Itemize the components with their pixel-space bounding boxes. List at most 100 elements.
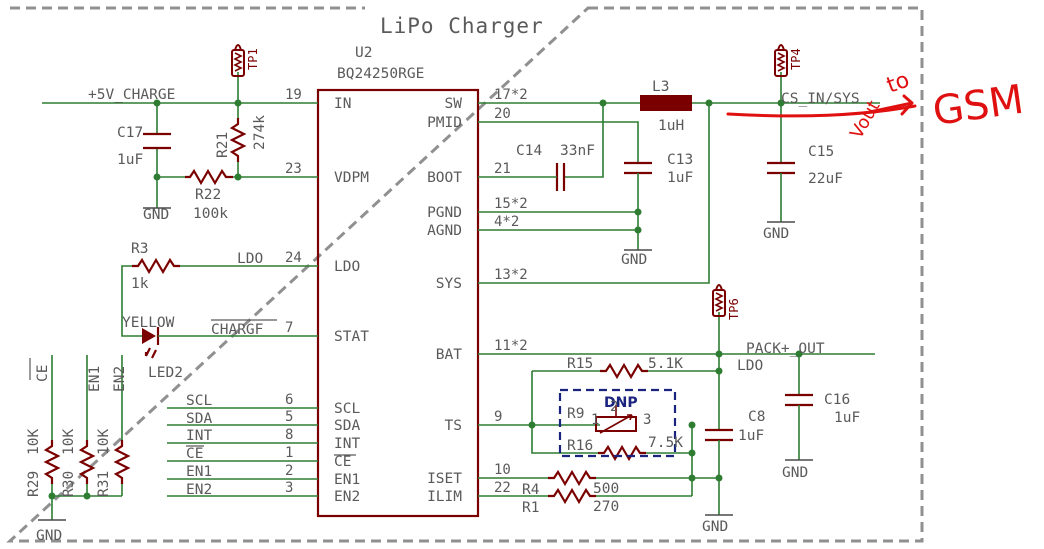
c15-ref: C15 (808, 144, 834, 160)
net-charge-in: +5V_CHARGE (88, 87, 175, 103)
r15-ref: R15 (567, 356, 593, 372)
tp4-label: TP4 (789, 48, 803, 70)
r21-ref: R21 (215, 132, 231, 158)
tp1-label: TP1 (246, 48, 260, 70)
u2-pin-name-sw: SW (445, 96, 463, 112)
u2-left-pins: IN19VDPM23LDO24STAT7SCL6SDA5INT8CE1EN12E… (285, 87, 369, 505)
r9-dnp-box[interactable] (558, 388, 677, 458)
u2-pin-num-iset: 10 (494, 462, 511, 478)
r31-value: 10K (96, 429, 112, 455)
led2-color: YELLOW (122, 315, 175, 331)
net-int: INT (186, 428, 212, 444)
u2-pin-name-agnd: AGND (427, 223, 462, 239)
u2-body (316, 88, 480, 518)
u2-pin-name-scl: SCL (334, 401, 360, 417)
r4-ref: R4 (522, 482, 540, 498)
net-pack-out: PACK+_OUT (746, 341, 825, 357)
r3-value: 1k (131, 276, 149, 292)
c13-ref: C13 (667, 152, 693, 168)
net-en1: EN1 (186, 464, 212, 480)
u2-pin-num-vdpm: 23 (285, 161, 302, 177)
r21-value: 274k (252, 115, 268, 150)
u2-pin-num-bat: 11*2 (494, 338, 528, 354)
r9-pin3: 3 (643, 412, 651, 428)
u2-pin-num-ldo: 24 (285, 250, 302, 266)
tp6-label: TP6 (727, 298, 741, 320)
u2-pin-name-en1: EN1 (334, 472, 360, 488)
annotation-gsm: GSM (930, 77, 1026, 135)
net-ldo-right: LDO (737, 358, 763, 374)
u2-pin-num-sda: 5 (285, 409, 293, 425)
u2-pin-name-pmid: PMID (427, 115, 462, 131)
r9-ref: R9 (567, 406, 584, 422)
tp6-symbol[interactable] (712, 284, 726, 317)
u2-pin-name-ilim: ILIM (427, 489, 462, 505)
net-ldo-left: LDO (237, 251, 263, 267)
annotation-to: to (884, 68, 913, 99)
l3-ref: L3 (652, 79, 669, 95)
u2-pin-num-en2: 3 (285, 480, 293, 496)
gnd-label-pullups: GND (36, 528, 62, 544)
u2-pin-name-iset: ISET (427, 471, 462, 487)
u2-pin-num-pgnd: 15*2 (494, 196, 528, 212)
u2-pin-num-boot: 21 (494, 161, 511, 177)
c14-ref: C14 (516, 143, 542, 159)
c17-value: 1uF (117, 152, 143, 168)
net-ce-top: CE (35, 365, 51, 382)
r4-value: 500 (593, 481, 619, 497)
u2-pin-num-pmid: 20 (494, 106, 511, 122)
gnd-label-c8: GND (702, 519, 728, 535)
u2-pin-name-ldo: LDO (334, 259, 360, 275)
r1-value: 270 (593, 499, 619, 515)
control-lines (167, 407, 318, 497)
u2-pin-name-sys: SYS (436, 276, 462, 292)
net-sda: SDA (186, 411, 212, 427)
u2-pin-num-int: 8 (285, 427, 293, 443)
c15-value: 22uF (808, 171, 843, 187)
u2-pin-num-scl: 6 (285, 392, 293, 408)
u2-right-pins: SW17*2PMID20BOOT21PGND15*2AGND4*2SYS13*2… (427, 87, 528, 505)
u2-pin-name-ce: CE (334, 454, 351, 470)
u2-pin-name-stat: STAT (334, 329, 369, 345)
c16-ref: C16 (824, 392, 850, 408)
r22-value: 100k (193, 206, 228, 222)
r30-ref: R30 (61, 471, 77, 497)
u2-pin-num-agnd: 4*2 (494, 214, 519, 230)
l3-body[interactable] (640, 95, 692, 111)
r30-value: 10K (61, 429, 77, 455)
u2-pin-name-int: INT (334, 436, 360, 452)
net-en2-top: EN2 (112, 366, 128, 392)
u2-ref: U2 (355, 45, 372, 61)
r9-pin2: 2 (610, 399, 618, 415)
tp1-symbol[interactable] (231, 44, 245, 77)
switch-node (478, 44, 880, 284)
u2-pin-name-boot: BOOT (427, 170, 462, 186)
input-section (42, 44, 318, 209)
u2-pin-name-in: IN (334, 96, 351, 112)
r1-ref: R1 (522, 500, 539, 516)
net-ce: CE (186, 446, 203, 462)
led-section (121, 257, 318, 359)
r29-ref: R29 (26, 471, 42, 497)
r15-value: 5.1K (648, 356, 683, 372)
u2-pin-name-en2: EN2 (334, 489, 360, 505)
u2-pin-num-ilim: 22 (494, 480, 511, 496)
net-cs-in-sys: CS_IN/SYS (781, 91, 860, 107)
u2-pin-name-vdpm: VDPM (334, 170, 369, 186)
r16-value: 7.5K (648, 435, 683, 451)
pullup-resistors (38, 355, 131, 521)
c16-value: 1uF (834, 410, 860, 426)
u2-pin-num-in: 19 (285, 87, 302, 103)
u2-pin-num-ts: 9 (494, 409, 502, 425)
gnd-label-c15: GND (763, 226, 789, 242)
u2-pin-num-ce: 1 (285, 445, 293, 461)
c8-ref: C8 (748, 409, 765, 425)
tp4-symbol[interactable] (774, 44, 788, 77)
r22-ref: R22 (195, 187, 221, 203)
u2-chip[interactable]: U2 BQ24250RGE IN19VDPM23LDO24STAT7SCL6SD… (285, 45, 528, 518)
r31-ref: R31 (96, 471, 112, 497)
c13-value: 1uF (667, 170, 693, 186)
r9-dnp-note: DNP (604, 395, 638, 411)
gnd-label-c17: GND (143, 207, 169, 223)
